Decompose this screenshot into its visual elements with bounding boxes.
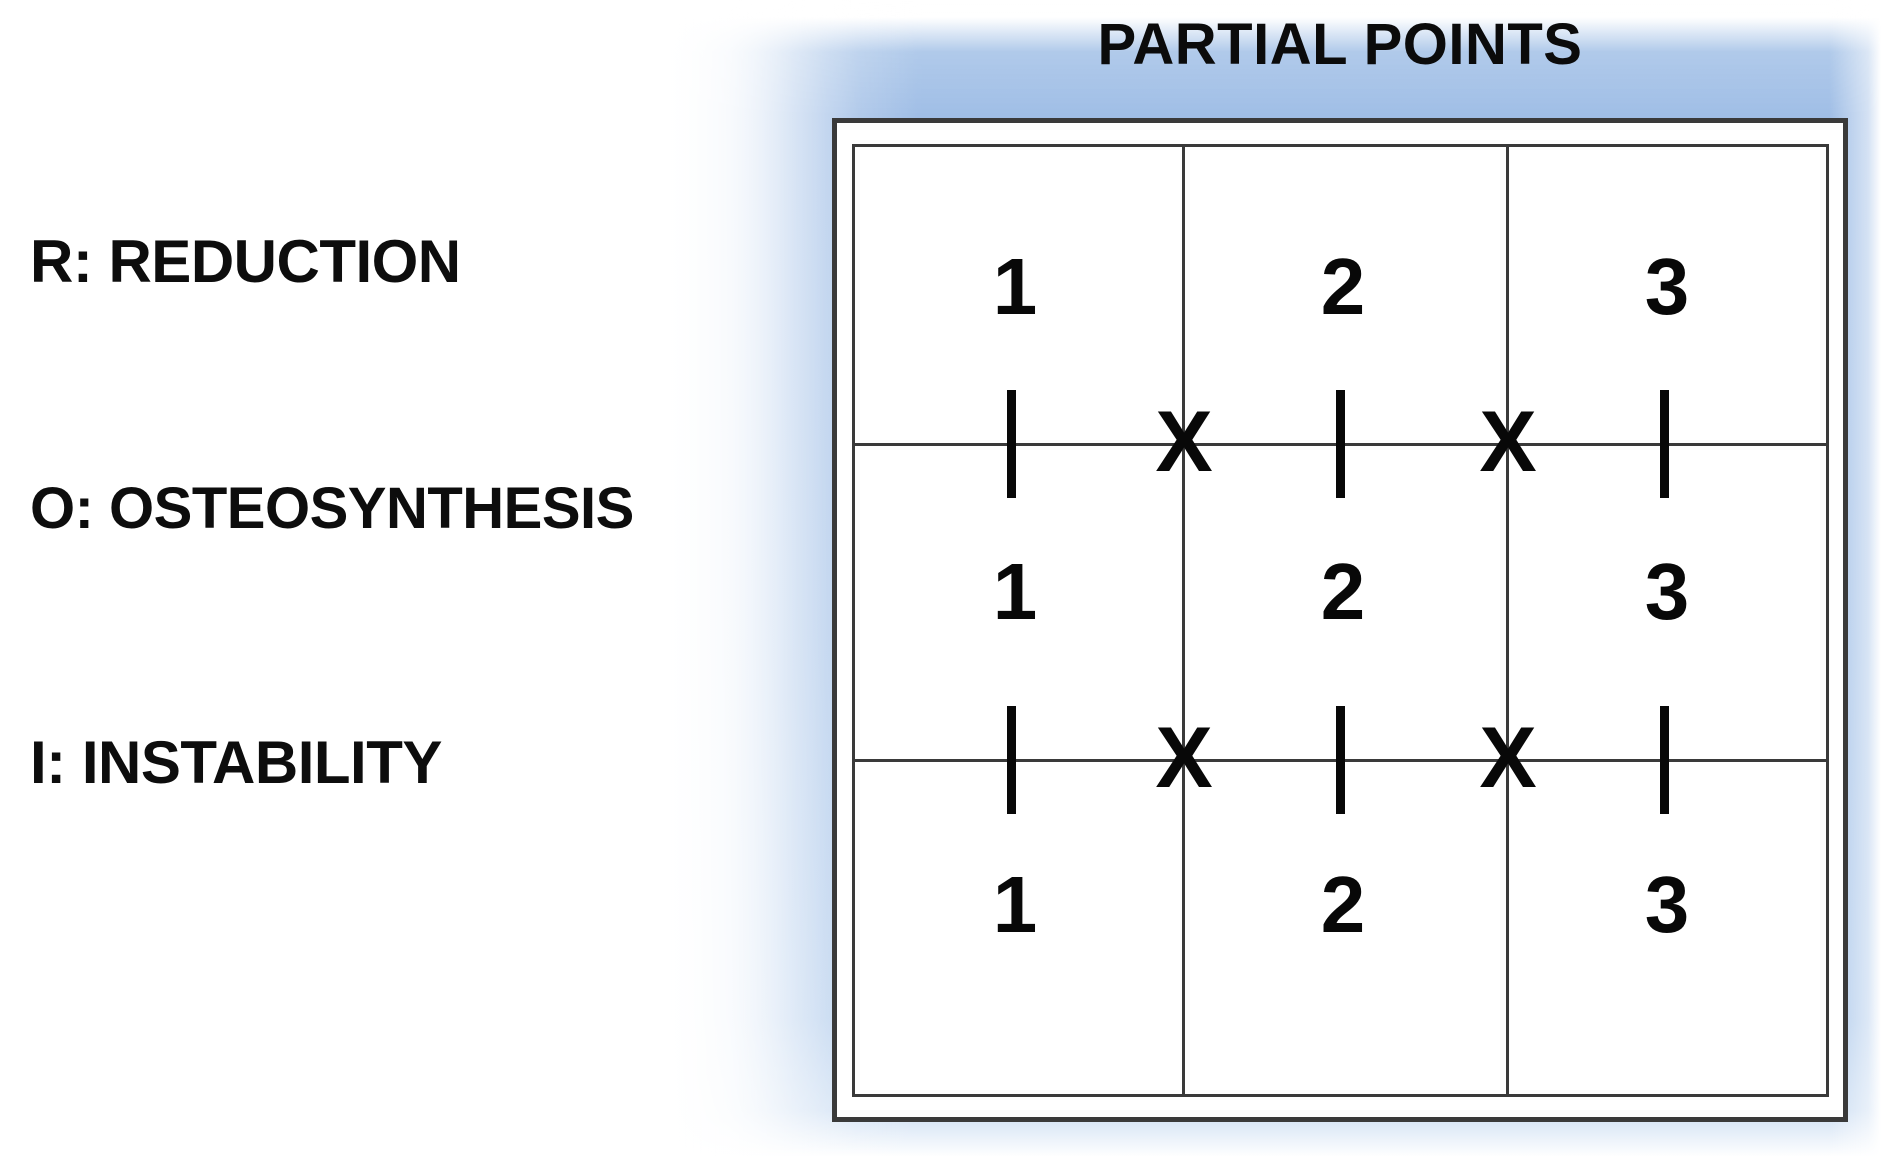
column-divider-2 (1506, 147, 1509, 1094)
cross-mark-icon-r1d1: X (1155, 394, 1213, 490)
cell-osteosynthesis-2[interactable]: 2 (1320, 547, 1366, 636)
tick-mark-icon-r1c1 (1007, 390, 1016, 498)
column-divider-1 (1182, 147, 1185, 1094)
cell-instability-1[interactable]: 1 (992, 860, 1038, 949)
cell-instability-3[interactable]: 3 (1644, 860, 1690, 949)
cell-osteosynthesis-1[interactable]: 1 (992, 547, 1038, 636)
cell-reduction-2[interactable]: 2 (1320, 242, 1366, 331)
criteria-label-column: R: REDUCTION O: OSTEOSYNTHESIS I: INSTAB… (0, 0, 800, 1157)
cell-reduction-1[interactable]: 1 (992, 242, 1038, 331)
tick-mark-icon-r2c1 (1007, 706, 1016, 814)
criterion-label-instability: I: INSTABILITY (30, 729, 442, 796)
cell-reduction-3[interactable]: 3 (1644, 242, 1690, 331)
partial-points-grid: 1 2 3 1 2 3 1 2 3 X X X X (852, 144, 1829, 1097)
cell-osteosynthesis-3[interactable]: 3 (1644, 547, 1690, 636)
cross-mark-icon-r2d2: X (1479, 710, 1537, 806)
tick-mark-icon-r2c3 (1660, 706, 1669, 814)
criterion-label-reduction: R: REDUCTION (30, 228, 461, 295)
cross-mark-icon-r1d2: X (1479, 394, 1537, 490)
cell-instability-2[interactable]: 2 (1320, 860, 1366, 949)
panel-title: PARTIAL POINTS (1097, 12, 1583, 77)
tick-mark-icon-r2c2 (1336, 706, 1345, 814)
tick-mark-icon-r1c2 (1336, 390, 1345, 498)
criterion-label-osteosynthesis: O: OSTEOSYNTHESIS (30, 476, 634, 541)
partial-points-table-frame: 1 2 3 1 2 3 1 2 3 X X X X (832, 118, 1848, 1122)
cross-mark-icon-r2d1: X (1155, 710, 1213, 806)
tick-mark-icon-r1c3 (1660, 390, 1669, 498)
